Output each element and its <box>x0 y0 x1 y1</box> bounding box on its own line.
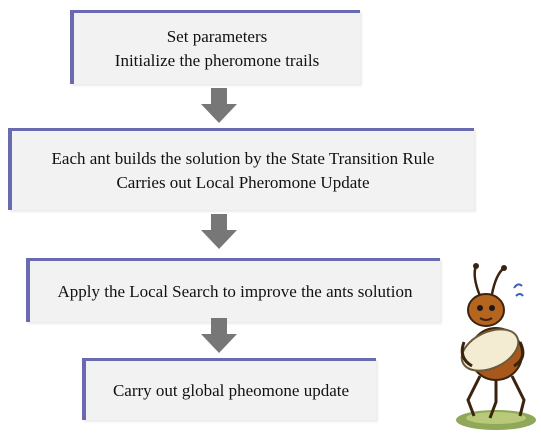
step-text: Carries out Local Pheromone Update <box>116 172 370 192</box>
step-text: Apply the Local Search to improve the an… <box>57 281 413 301</box>
step-box-global-update: Carry out global pheomone update <box>82 358 376 420</box>
step-text: Initialize the pheromone trails <box>114 50 320 70</box>
step-box-set-parameters: Set parameters Initialize the pheromone … <box>70 10 360 84</box>
ant-illustration-icon <box>456 263 536 430</box>
down-arrow-icon <box>201 88 237 123</box>
down-arrow-icon <box>201 318 237 353</box>
step-text: Carry out global pheomone update <box>112 380 350 400</box>
step-box-local-search: Apply the Local Search to improve the an… <box>26 258 440 322</box>
step-text: Each ant builds the solution by the Stat… <box>51 148 435 168</box>
down-arrow-icon <box>201 214 237 249</box>
step-text: Set parameters <box>166 26 268 46</box>
step-box-build-solution: Each ant builds the solution by the Stat… <box>8 128 474 210</box>
